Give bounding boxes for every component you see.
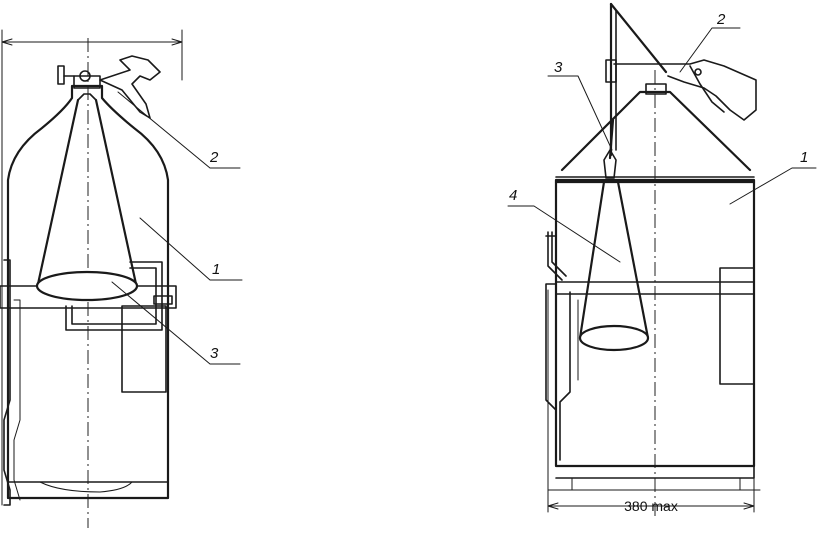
left-callout-1: 1 — [212, 261, 220, 278]
left-callout-3: 3 — [210, 345, 219, 362]
width-dimension-label: 380 max — [624, 498, 678, 514]
right-callout-4: 4 — [509, 187, 517, 204]
right-callout-3: 3 — [554, 59, 563, 76]
right-callout-2: 2 — [716, 11, 726, 28]
right-callout-1: 1 — [800, 149, 808, 166]
left-extinguisher: 2 1 3 — [0, 29, 243, 528]
right-extinguisher: 380 max 2 3 1 4 — [507, 2, 817, 520]
left-callout-2: 2 — [209, 149, 219, 166]
